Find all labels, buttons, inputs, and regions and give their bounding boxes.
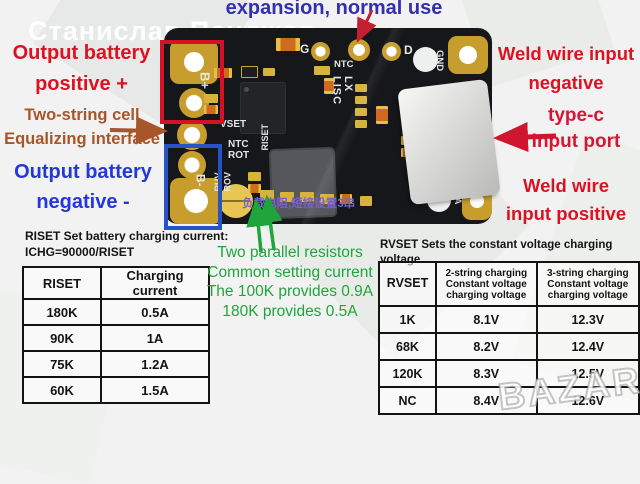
resistor bbox=[248, 184, 261, 193]
riset-header-cell: RISET bbox=[22, 266, 102, 300]
pad-ntc bbox=[348, 39, 370, 61]
silk-gnd: GND bbox=[433, 50, 445, 72]
charger-ic bbox=[240, 82, 286, 134]
riset-cell: 75K bbox=[22, 350, 102, 378]
rvset-cell: 120K bbox=[378, 359, 437, 388]
silk-g: G bbox=[300, 42, 310, 56]
rvset-cell: 12.5V bbox=[535, 359, 640, 388]
riset-title: RISET Set battery charging current: ICHG… bbox=[25, 229, 229, 259]
rvset-table: RVSET 2-string charging Constant voltage… bbox=[378, 261, 640, 415]
riset-header-cell: Charging current bbox=[100, 266, 210, 300]
label-output-negative: Output battery negative - bbox=[14, 161, 152, 213]
riset-cell: 1A bbox=[100, 324, 210, 352]
silk-ntc: NTC bbox=[228, 139, 249, 150]
pad-small bbox=[355, 120, 367, 128]
rvset-cell: 12.3V bbox=[535, 305, 640, 334]
table-row: RISET Charging current bbox=[22, 266, 210, 300]
silk-lx-lisc: LX LISC bbox=[330, 76, 355, 106]
label-expansion: expansion, normal use bbox=[225, 0, 443, 19]
pad-g bbox=[311, 42, 330, 61]
diode bbox=[241, 66, 258, 78]
riset-cell: 180K bbox=[22, 298, 102, 326]
silk-rot: ROT bbox=[228, 150, 250, 161]
rvset-cell: NC bbox=[378, 386, 437, 415]
pad-small bbox=[355, 96, 367, 104]
pcb-board: B+ VSET NTC ROT RISET B- RUV ROV LX LISC… bbox=[164, 28, 501, 224]
pad-small bbox=[263, 68, 275, 76]
resistor bbox=[376, 106, 388, 124]
riset-cell: 0.5A bbox=[100, 298, 210, 326]
table-row: RVSET 2-string charging Constant voltage… bbox=[378, 261, 640, 307]
label-weld-positive: Weld wire input positive bbox=[505, 175, 627, 224]
rvset-cell: 1K bbox=[378, 305, 437, 334]
riset-cell: 60K bbox=[22, 376, 102, 404]
riset-cell: 1.2A bbox=[100, 350, 210, 378]
rvset-cell: 8.1V bbox=[434, 305, 538, 334]
silk-d: D bbox=[404, 43, 413, 57]
pad-small bbox=[314, 66, 330, 75]
pad-small bbox=[360, 196, 372, 206]
label-type-c: type-c Input port bbox=[531, 105, 621, 152]
riset-cell: 90K bbox=[22, 324, 102, 352]
silk-cn-note: 负载电阻,短接设置3串 bbox=[242, 198, 356, 210]
silk-riset: RISET bbox=[260, 124, 270, 151]
resistor bbox=[276, 38, 300, 51]
rvset-header-cell: 3-string charging Constant voltage charg… bbox=[535, 261, 640, 307]
silk-ntc-top: NTC bbox=[334, 59, 354, 70]
mount-hole-gnd bbox=[413, 47, 438, 72]
rvset-cell: 68K bbox=[378, 332, 437, 361]
label-equalizing: Two-string cell Equalizing interface bbox=[4, 106, 160, 148]
pad-small bbox=[355, 108, 367, 116]
label-output-positive: Output battery positive + bbox=[12, 42, 151, 95]
rvset-cell: 8.3V bbox=[434, 359, 538, 388]
rvset-cell: 8.4V bbox=[434, 386, 538, 415]
resistor bbox=[324, 78, 334, 94]
pad-d bbox=[382, 42, 401, 61]
type-c-connector bbox=[397, 78, 501, 206]
pad-small bbox=[355, 84, 367, 92]
label-weld-negative: Weld wire input negative bbox=[497, 43, 635, 93]
rvset-cell: 12.6V bbox=[535, 386, 640, 415]
riset-cell: 1.5A bbox=[100, 376, 210, 404]
pad-gnd bbox=[448, 36, 488, 74]
highlight-box-b-minus bbox=[164, 144, 222, 230]
rvset-header-cell: 2-string charging Constant voltage charg… bbox=[434, 261, 538, 307]
label-parallel-resistors: Two parallel resistors Common setting cu… bbox=[206, 244, 374, 321]
rvset-cell: 12.4V bbox=[535, 332, 640, 361]
rvset-cell: 8.2V bbox=[434, 332, 538, 361]
highlight-box-b-plus bbox=[160, 40, 224, 124]
pad-small bbox=[248, 172, 261, 181]
rvset-header-cell: RVSET bbox=[378, 261, 437, 307]
